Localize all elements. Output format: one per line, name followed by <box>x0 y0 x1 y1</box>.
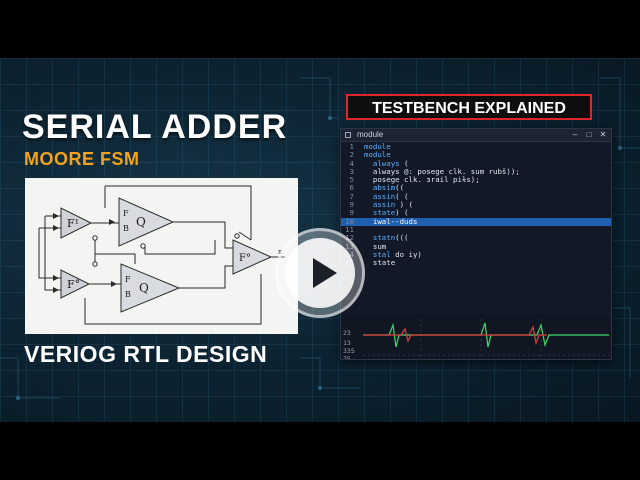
code-line[interactable]: 4 always ( <box>341 158 611 168</box>
schem-label-q-bottom: Q <box>139 281 149 295</box>
waveform-tick-label: 335 <box>343 347 355 355</box>
code-line[interactable]: 3 always @: posege clk. sum rubš)); <box>341 166 611 176</box>
schem-label-b-bottom: B <box>125 290 131 299</box>
code-line[interactable]: 1 module <box>341 142 611 151</box>
line-number: 9 <box>349 208 354 218</box>
schem-label-f-bottom: F <box>125 275 131 284</box>
schem-label-f1: F¹ <box>67 217 79 230</box>
code-text: do iy) <box>390 249 422 259</box>
video-subtitle: MOORE FSM <box>24 149 140 169</box>
letterbox-bottom <box>0 422 640 480</box>
code-keyword: assin <box>364 191 396 201</box>
line-number: 3 <box>349 166 354 176</box>
waveform-tick-label: 75 <box>343 355 351 360</box>
code-text: ( <box>399 158 409 168</box>
schem-label-f0: F° <box>67 278 80 291</box>
code-line[interactable]: 2 module <box>341 150 611 160</box>
code-keyword: always <box>364 158 400 168</box>
wave-red-1 <box>363 325 547 346</box>
code-line[interactable]: 9 assin ) ( <box>341 200 611 210</box>
line-number: 4 <box>349 158 354 168</box>
schem-label-x: x <box>278 248 282 256</box>
schem-label-b-top: B <box>123 224 129 233</box>
code-text: state <box>364 258 396 268</box>
code-text: always @: posege clk. sum rubš)); <box>364 166 520 176</box>
line-number: 11 <box>345 224 354 234</box>
editor-titlebar: module – □ ✕ <box>341 129 611 142</box>
line-number: 6 <box>349 183 354 193</box>
video-footer-title: VERIOG RTL DESIGN <box>24 341 268 367</box>
code-line[interactable]: 15 state <box>341 258 611 268</box>
code-line[interactable]: 13 sum <box>341 241 611 251</box>
code-text: sum <box>364 241 387 251</box>
line-number: 10 <box>345 216 354 226</box>
schem-label-q-top: Q <box>136 215 146 229</box>
code-keyword: stal <box>364 249 391 259</box>
line-number: 1 <box>349 142 354 151</box>
maximize-icon[interactable]: □ <box>586 130 592 139</box>
code-keyword: state <box>364 208 396 218</box>
code-line[interactable]: 5 posege clk. ɜrail piɫs); <box>341 175 611 185</box>
waveform-viewer[interactable]: 23133357520523510512525 <box>341 315 611 360</box>
code-text: ) ( <box>395 200 413 210</box>
code-line[interactable]: 6 absim(( <box>341 183 611 193</box>
window-icon <box>345 132 351 138</box>
schem-label-f-top: F <box>123 209 129 218</box>
code-line[interactable]: 11 <box>341 224 611 234</box>
code-text: (( <box>395 183 405 193</box>
code-text: iwal--duds <box>364 216 418 226</box>
code-text: posege clk. ɜrail piɫs); <box>364 175 480 185</box>
code-keyword: assin <box>364 200 396 210</box>
code-text: ( ( <box>395 191 409 201</box>
line-number: 13 <box>345 241 354 251</box>
editor-tab-label[interactable]: module <box>357 130 384 139</box>
play-button-inner[interactable] <box>285 238 355 308</box>
code-keyword: statn <box>364 233 396 243</box>
play-button[interactable] <box>275 228 365 318</box>
line-number: 12 <box>345 233 354 243</box>
code-line[interactable]: 12 statn((( <box>341 233 611 243</box>
minimize-icon[interactable]: – <box>572 130 578 139</box>
waveform-tick-label: 13 <box>343 339 351 347</box>
testbench-badge: TESTBENCH EXPLAINED <box>346 94 592 120</box>
line-number: 5 <box>349 175 354 185</box>
video-title: SERIAL ADDER <box>22 108 288 146</box>
play-icon <box>313 258 337 288</box>
code-text: ((( <box>395 233 409 243</box>
thumbnail-stage: SERIAL ADDER MOORE FSM <box>0 58 640 422</box>
fsm-schematic: F¹ F° F B Q F B Q F° x <box>25 178 298 334</box>
code-keyword: module <box>364 142 391 151</box>
code-text: ) ( <box>395 208 409 218</box>
code-keyword: module <box>364 150 391 160</box>
code-keyword: absim <box>364 183 396 193</box>
line-number: 9 <box>349 200 354 210</box>
code-line[interactable]: 10 iwal--duds <box>341 216 611 226</box>
letterbox-top <box>0 0 640 58</box>
background-circuit-traces <box>0 77 640 400</box>
code-line[interactable]: 9 state) ( <box>341 208 611 218</box>
line-number: 2 <box>349 150 354 160</box>
code-line[interactable]: 7 assin( ( <box>341 191 611 201</box>
close-icon[interactable]: ✕ <box>599 130 607 139</box>
waveform-tick-label: 23 <box>343 329 351 337</box>
schem-label-fout: F° <box>239 253 251 264</box>
line-number: 7 <box>349 191 354 201</box>
